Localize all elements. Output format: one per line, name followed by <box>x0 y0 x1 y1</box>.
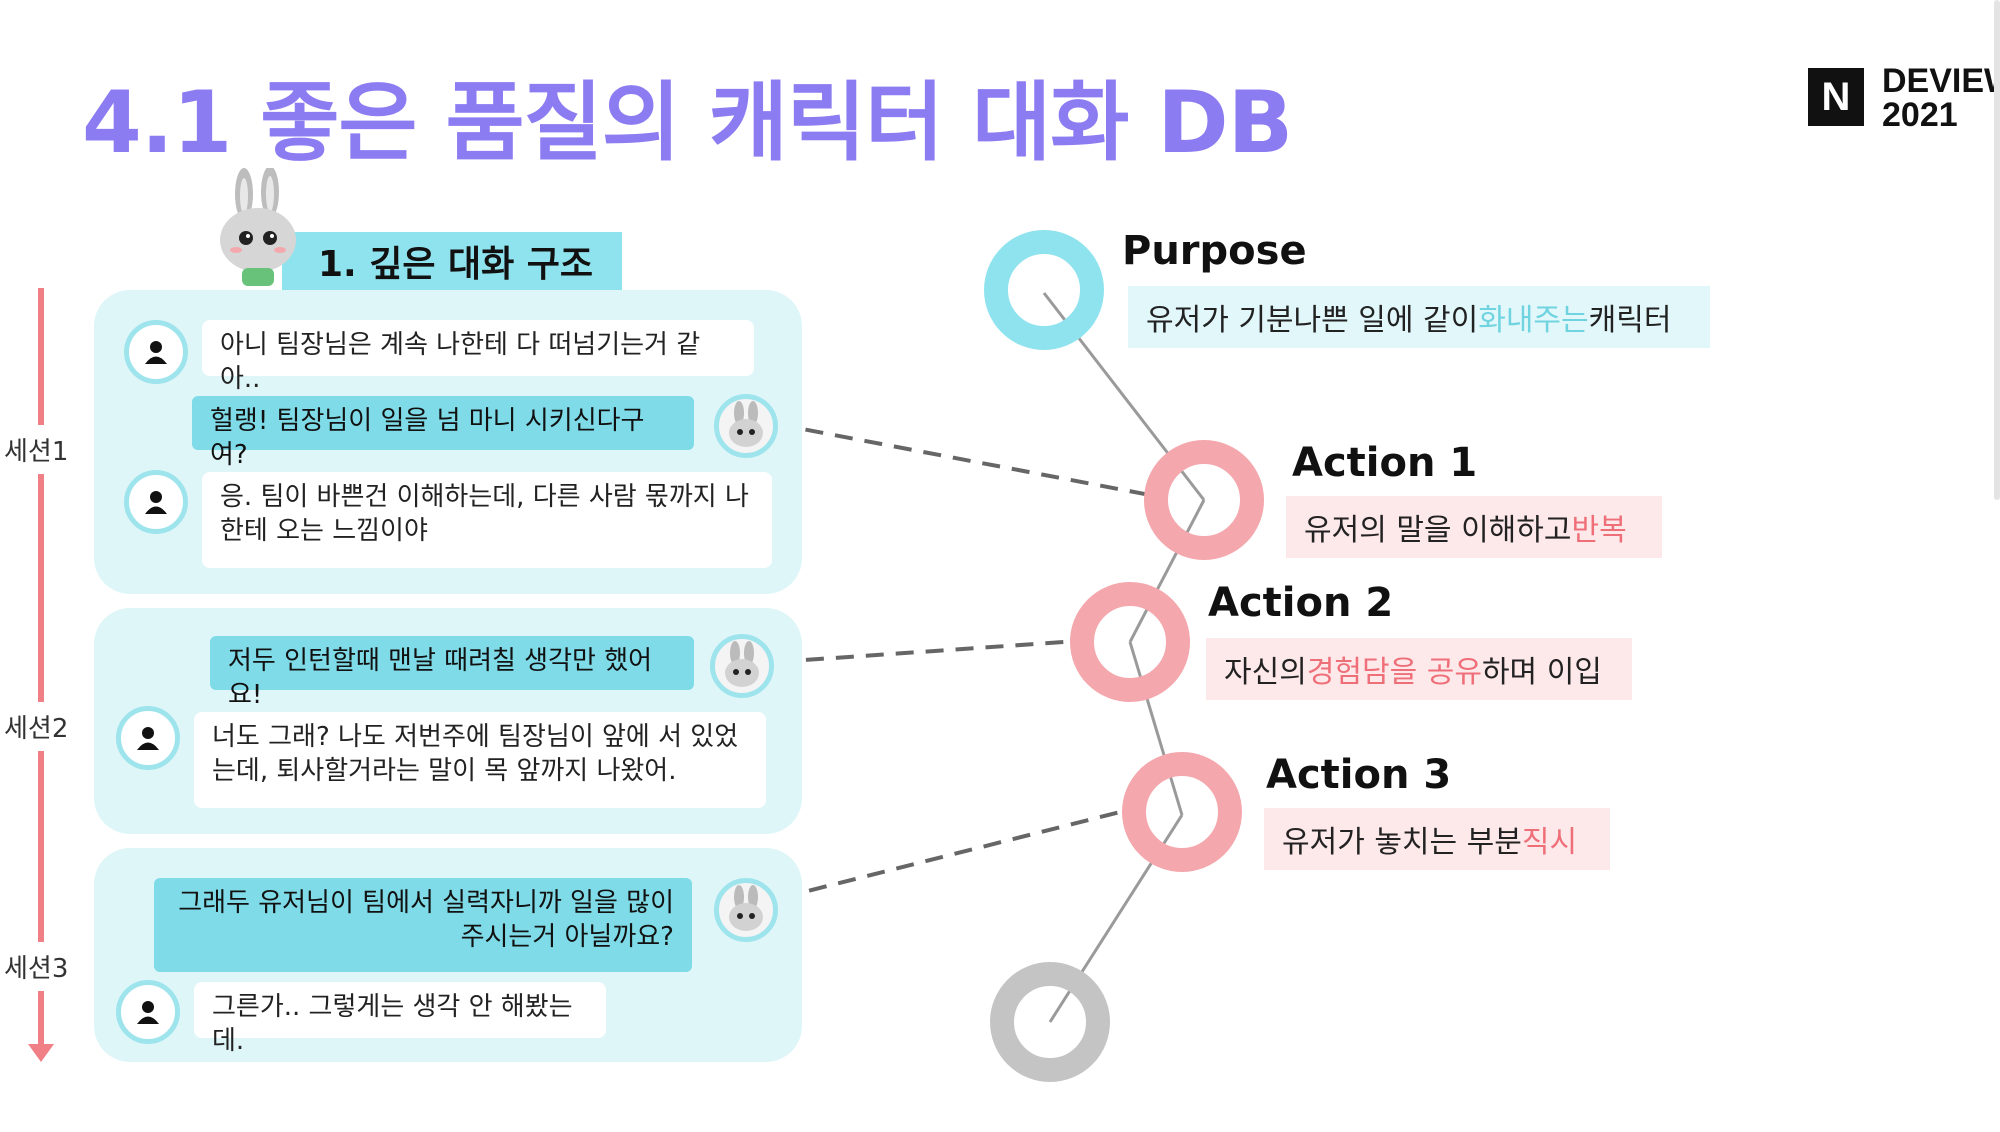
message-line: 한테 오는 느낌이야 <box>220 516 428 546</box>
purpose-text-end: 캐릭터 <box>1588 303 1672 338</box>
scrollbar[interactable] <box>1994 0 2000 500</box>
action3-highlight: 직시 <box>1521 825 1578 860</box>
user-icon <box>145 491 167 514</box>
session-label-2: 세션2 <box>4 702 84 751</box>
action1-text: 유저의 말을 이해하고 <box>1304 513 1572 548</box>
user-message: 아니 팀장님은 계속 나한테 다 떠넘기는거 같아.. <box>202 320 754 394</box>
character-message: 헐랭! 팀장님이 일을 넘 마니 시키신다구여? <box>192 396 694 470</box>
action3-description: 유저가 놓치는 부분 직시 <box>1264 808 1610 870</box>
action2-title: Action 2 <box>1208 580 1394 626</box>
action1-node <box>1144 440 1264 560</box>
action2-text: 자신의 <box>1224 655 1307 690</box>
rabbit-icon <box>729 401 763 447</box>
user-message: 응. 팀이 바쁜건 이해하는데, 다른 사람 몫까지 나 한테 오는 느낌이야 <box>202 472 772 568</box>
end-node <box>990 962 1110 1082</box>
message-line: 그래두 유저님이 팀에서 실력자니까 일을 많이 <box>178 888 674 918</box>
user-icon <box>145 341 167 364</box>
logo-line-2: 2021 <box>1882 96 1958 134</box>
purpose-highlight: 화내주는 <box>1478 303 1589 338</box>
session-label-3: 세션3 <box>4 942 84 991</box>
user-message: 너도 그래? 나도 저번주에 팀장님이 앞에 서 있었 는데, 퇴사할거라는 말… <box>194 712 766 808</box>
message-line: 응. 팀이 바쁜건 이해하는데, 다른 사람 몫까지 나 <box>220 482 749 512</box>
user-avatar <box>116 980 180 1044</box>
user-avatar <box>116 706 180 770</box>
action2-node <box>1070 582 1190 702</box>
action1-title: Action 1 <box>1292 440 1478 486</box>
rabbit-mascot-icon <box>220 168 296 286</box>
action3-node <box>1122 752 1242 872</box>
session-label-1: 세션1 <box>4 425 84 474</box>
session-timeline-axis <box>38 288 44 1048</box>
session-2-box: 저두 인턴할때 맨날 때려칠 생각만 했어요! 너도 그래? 나도 저번주에 팀… <box>94 608 802 834</box>
purpose-description: 유저가 기분나쁜 일에 같이 화내주는 캐릭터 <box>1128 286 1710 348</box>
logo-line-1: DEVIEW <box>1882 62 2000 100</box>
character-avatar <box>714 394 778 458</box>
timeline-arrow-icon <box>28 1044 54 1062</box>
character-avatar <box>710 634 774 698</box>
dashed-link-session1 <box>775 422 1151 497</box>
action1-highlight: 반복 <box>1571 513 1627 548</box>
character-message: 그래두 유저님이 팀에서 실력자니까 일을 많이 주시는거 아닐까요? <box>154 878 692 972</box>
connector-action1-action2 <box>1128 499 1206 643</box>
deview-logo-text: DEVIEW 2021 <box>1882 64 2000 132</box>
action2-highlight: 경험담을 공유 <box>1306 655 1482 690</box>
rabbit-icon <box>729 885 763 931</box>
user-avatar <box>124 470 188 534</box>
action2-text-end: 하며 이입 <box>1481 655 1602 690</box>
user-message: 그른가.. 그렇게는 생각 안 해봤는데. <box>194 982 606 1056</box>
session-3-box: 그래두 유저님이 팀에서 실력자니까 일을 많이 주시는거 아닐까요? 그른가.… <box>94 848 802 1062</box>
section-header: 1. 깊은 대화 구조 <box>282 232 622 290</box>
character-message: 저두 인턴할때 맨날 때려칠 생각만 했어요! <box>210 636 694 710</box>
character-avatar <box>714 878 778 942</box>
message-line: 는데, 퇴사할거라는 말이 목 앞까지 나왔어. <box>212 756 677 786</box>
message-line: 너도 그래? 나도 저번주에 팀장님이 앞에 서 있었 <box>212 722 739 752</box>
rabbit-icon <box>725 641 759 687</box>
naver-logo: N <box>1808 68 1864 126</box>
purpose-title: Purpose <box>1122 228 1307 274</box>
session-1-box: 아니 팀장님은 계속 나한테 다 떠넘기는거 같아.. 헐랭! 팀장님이 일을 … <box>94 290 802 594</box>
slide-title: 4.1 좋은 품질의 캐릭터 대화 DB <box>82 73 1293 173</box>
connector-action2-action3 <box>1128 641 1184 816</box>
action3-text: 유저가 놓치는 부분 <box>1282 825 1522 860</box>
action1-description: 유저의 말을 이해하고 반복 <box>1286 496 1662 558</box>
dashed-link-session2 <box>775 639 1079 664</box>
user-avatar <box>124 320 188 384</box>
dashed-link-session3 <box>779 808 1129 900</box>
user-icon <box>137 727 159 750</box>
purpose-text: 유저가 기분나쁜 일에 같이 <box>1146 303 1479 338</box>
action3-title: Action 3 <box>1266 752 1452 798</box>
message-line: 주시는거 아닐까요? <box>460 922 674 952</box>
purpose-node <box>984 230 1104 350</box>
user-icon <box>137 1001 159 1024</box>
